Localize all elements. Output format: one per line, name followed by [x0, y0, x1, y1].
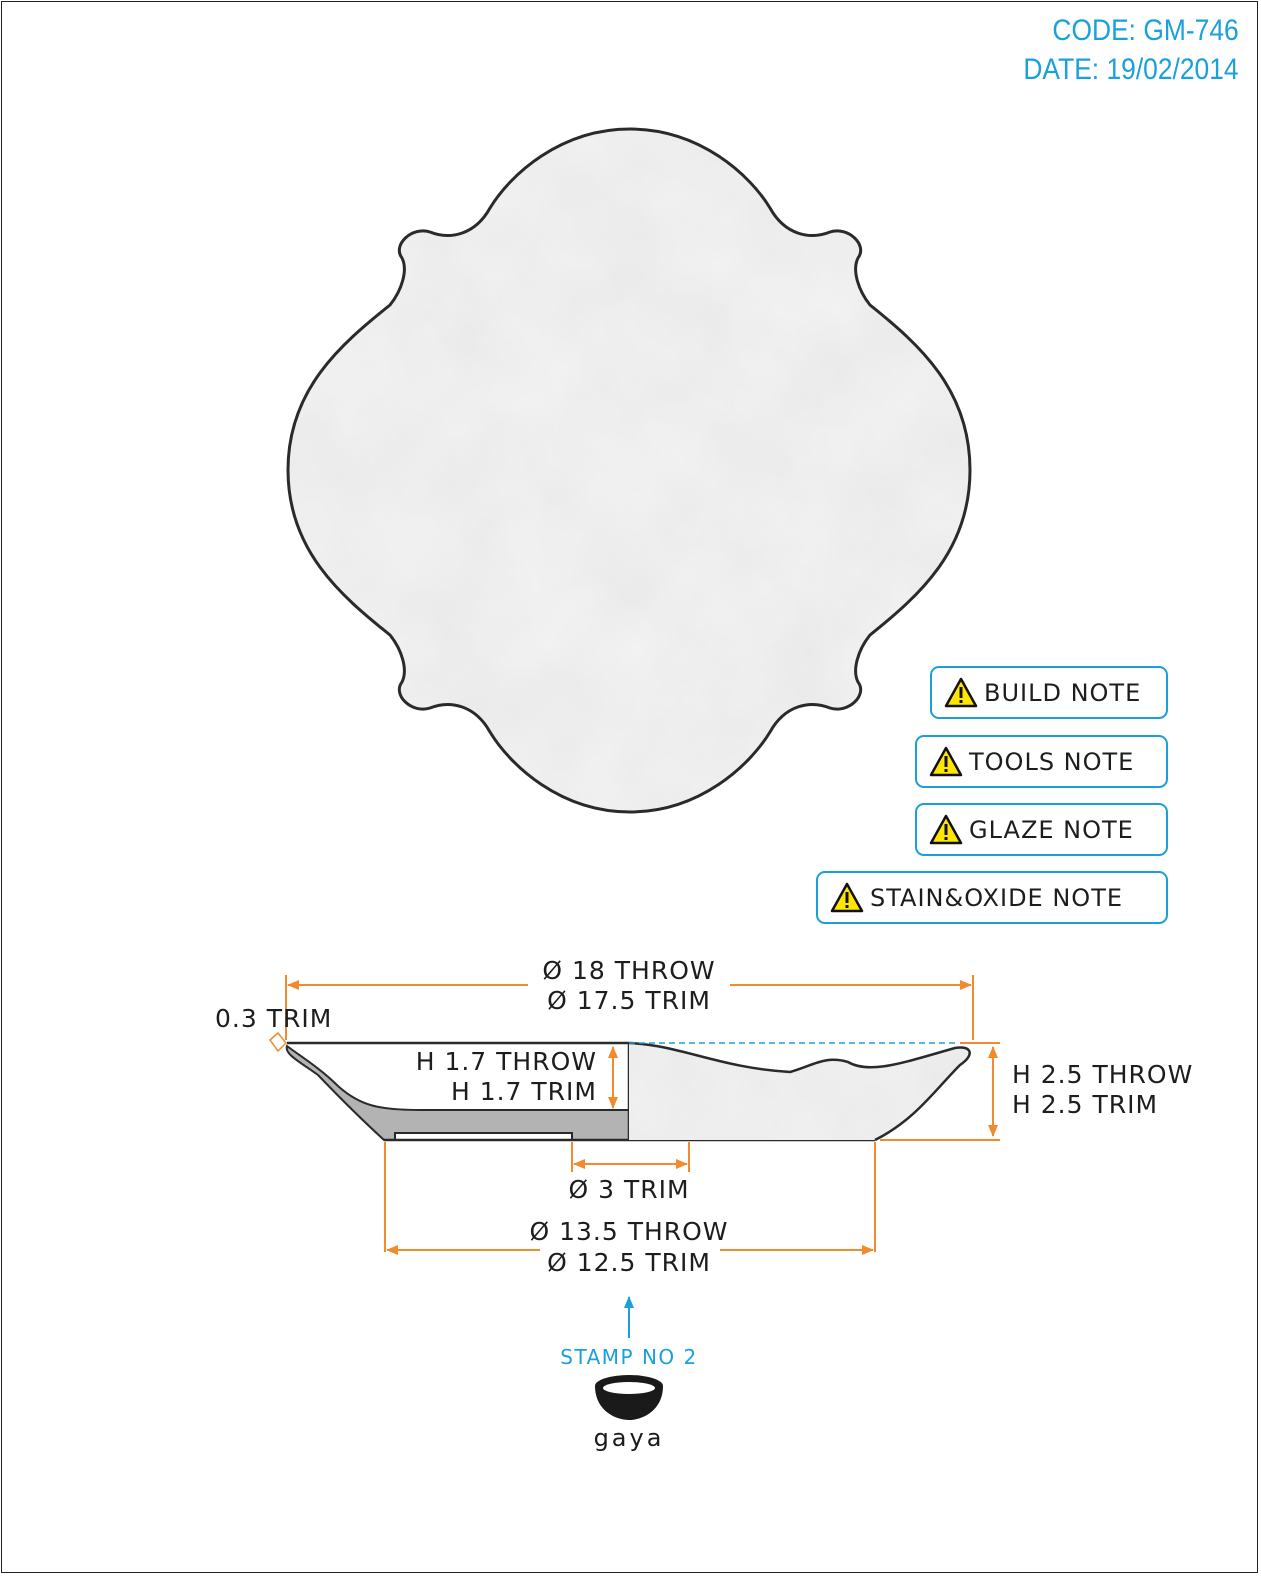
tools-note-label: TOOLS NOTE	[969, 747, 1135, 776]
build-note-button[interactable]: BUILD NOTE	[930, 666, 1168, 719]
dimension-lines	[268, 975, 1000, 1255]
warning-icon	[929, 814, 963, 845]
glaze-note-button[interactable]: GLAZE NOTE	[915, 803, 1168, 856]
tools-note-button[interactable]: TOOLS NOTE	[915, 735, 1168, 788]
rim-trim-label: 0.3 TRIM	[215, 1004, 332, 1033]
base-diameter-throw: Ø 13.5 THROW	[529, 1217, 728, 1246]
plate-cross-section	[285, 1041, 971, 1142]
gaya-bowl-logo-icon	[595, 1375, 663, 1420]
stain-oxide-note-label: STAIN&OXIDE NOTE	[870, 883, 1124, 912]
inner-height-throw: H 1.7 THROW	[416, 1047, 597, 1076]
inner-height-trim: H 1.7 TRIM	[451, 1077, 597, 1106]
brand-name: gaya	[594, 1424, 665, 1452]
top-diameter-trim: Ø 17.5 TRIM	[547, 986, 711, 1015]
outer-height-throw: H 2.5 THROW	[1012, 1060, 1193, 1089]
base-diameter-trim: Ø 12.5 TRIM	[547, 1248, 711, 1277]
stamp-diameter-trim: Ø 3 TRIM	[568, 1175, 689, 1204]
stain-oxide-note-button[interactable]: STAIN&OXIDE NOTE	[816, 871, 1168, 924]
build-note-label: BUILD NOTE	[984, 678, 1142, 707]
warning-icon	[830, 882, 864, 913]
plate-top-view	[286, 127, 972, 814]
outer-height-trim: H 2.5 TRIM	[1012, 1090, 1158, 1119]
stamp-label: STAMP NO 2	[560, 1345, 698, 1369]
glaze-note-label: GLAZE NOTE	[969, 815, 1134, 844]
product-code: CODE: GM-746	[1052, 14, 1239, 47]
drawing-date: DATE: 19/02/2014	[1023, 53, 1239, 86]
top-diameter-throw: Ø 18 THROW	[542, 956, 715, 985]
warning-icon	[929, 746, 963, 777]
warning-icon	[944, 677, 978, 708]
